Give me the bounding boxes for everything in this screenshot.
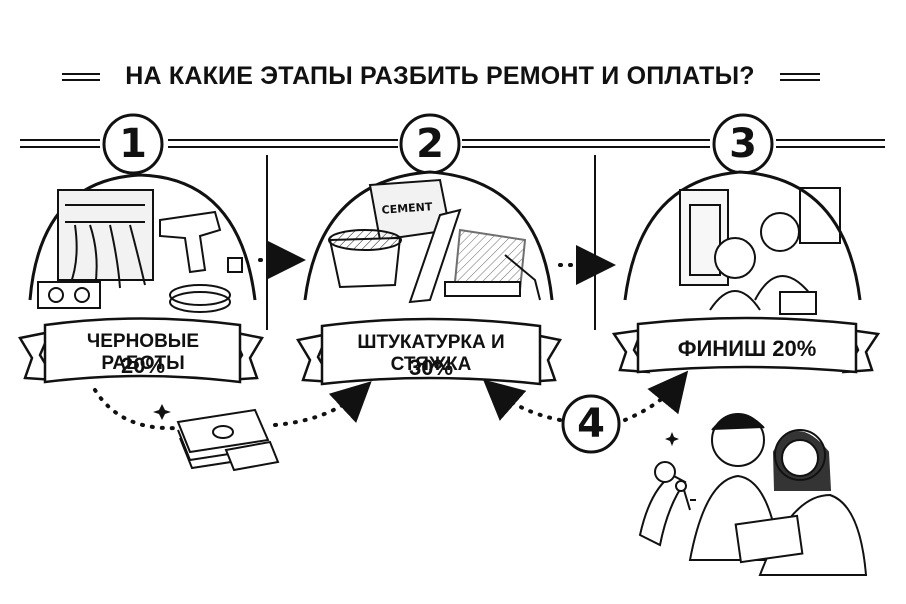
stage-3-label: ФИНИШ 20% (677, 336, 817, 361)
stage-4-number: 4 (577, 401, 605, 447)
stage-1-number-circle (102, 113, 164, 175)
stage-1-label: ЧЕРНОВЫЕ РАБОТЫ (86, 331, 200, 374)
electrical-panel-drill-icon (28, 173, 257, 313)
stage-3-ribbon (611, 316, 881, 374)
couple-in-apartment-icon (623, 170, 862, 315)
stage-2-ribbon (296, 317, 562, 386)
page-title: НА КАКИЕ ЭТАПЫ РАЗБИТЬ РЕМОНТ И ОПЛАТЫ? (125, 62, 755, 90)
stage-2-percent: 30% (408, 355, 454, 380)
couple-with-keys-icon (638, 413, 868, 576)
cement-bucket-level-icon (303, 170, 554, 304)
title-rules (62, 73, 820, 81)
stage-3-number: 3 (729, 121, 757, 167)
stage-1-ribbon (18, 317, 264, 384)
stage-4-number-circle (561, 394, 621, 454)
money-stack-icon (176, 408, 280, 472)
stage-1-percent: 20% (120, 353, 166, 378)
stage-2-label: ШТУКАТУРКА И СТЯЖКА (357, 332, 505, 375)
connector-arrows (93, 240, 689, 431)
stage-2-number: 2 (416, 121, 444, 167)
stage-1-number: 1 (119, 121, 147, 167)
sparkle-icon (153, 404, 679, 446)
